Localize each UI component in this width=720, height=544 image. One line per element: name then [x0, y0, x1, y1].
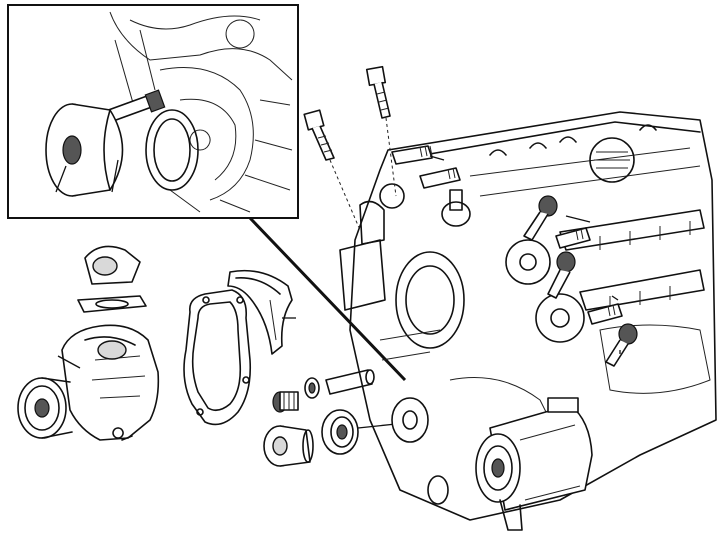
seal-15 [321, 409, 359, 455]
bolt-e [547, 251, 576, 299]
idler-pulley [45, 103, 124, 197]
bolt-35 [272, 391, 299, 413]
curved-cover-38 [227, 269, 293, 355]
bolt-d-low [605, 323, 638, 367]
bolt-a [303, 109, 335, 161]
bolt-b [365, 65, 391, 119]
water-pump-assembly [17, 245, 160, 441]
pump-gasket [183, 289, 252, 426]
engine-block [339, 111, 717, 521]
bolt-d-top [523, 195, 558, 241]
ac-compressor [427, 397, 593, 531]
sleeve-37 [325, 369, 375, 395]
detail-inset [7, 4, 299, 219]
washer-36 [304, 377, 320, 399]
dowel-pins-01-top [391, 145, 461, 189]
inset-pointer-line [248, 216, 407, 382]
flange-14 [263, 425, 314, 467]
